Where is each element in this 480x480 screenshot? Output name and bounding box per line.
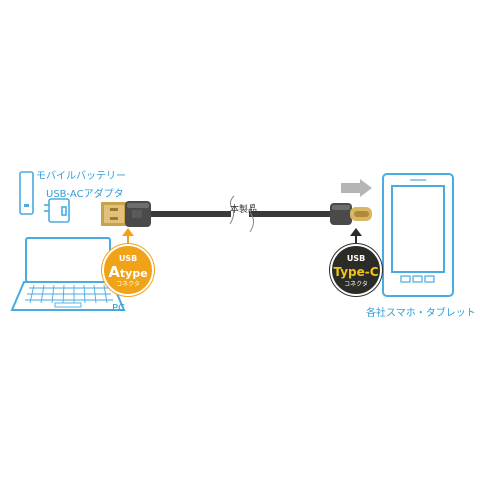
smartphone-tablet-icon: [382, 173, 454, 297]
pc-label: PC: [112, 303, 126, 314]
mobile-battery-icon: [19, 171, 34, 215]
usb-type-c-connector-badge: USB Type-C コネクタ: [330, 244, 382, 296]
badge-a-pointer: [122, 228, 134, 244]
product-label: 本製品: [230, 205, 258, 215]
badge-a-connector: コネクタ: [116, 281, 140, 288]
usb-ac-adapter-label: USB-ACアダプタ: [46, 189, 124, 200]
badge-a-type-word: type: [119, 267, 148, 280]
usb-a-connector-badge: USB Atype コネクタ: [102, 244, 154, 296]
cable-break-mark: [229, 195, 235, 225]
laptop-keyboard: [25, 284, 113, 308]
insert-arrow-icon: [341, 179, 372, 197]
badge-a-type: Atype: [104, 265, 152, 280]
usb-ac-adapter-icon: [44, 198, 70, 223]
badge-a-letter: A: [108, 263, 120, 281]
smartphone-tablet-label: 各社スマホ・タブレット: [366, 308, 476, 319]
badge-c-type: Type-C: [333, 265, 379, 279]
usb-type-c-plug: [330, 203, 372, 225]
mobile-battery-label: モバイルバッテリー: [36, 171, 126, 182]
badge-a-usb: USB: [118, 254, 138, 263]
usb-a-plug: [101, 201, 151, 227]
badge-c-pointer: [350, 228, 362, 244]
badge-c-usb: USB: [346, 254, 366, 263]
badge-c-connector: コネクタ: [344, 281, 368, 288]
cable: [150, 195, 332, 233]
